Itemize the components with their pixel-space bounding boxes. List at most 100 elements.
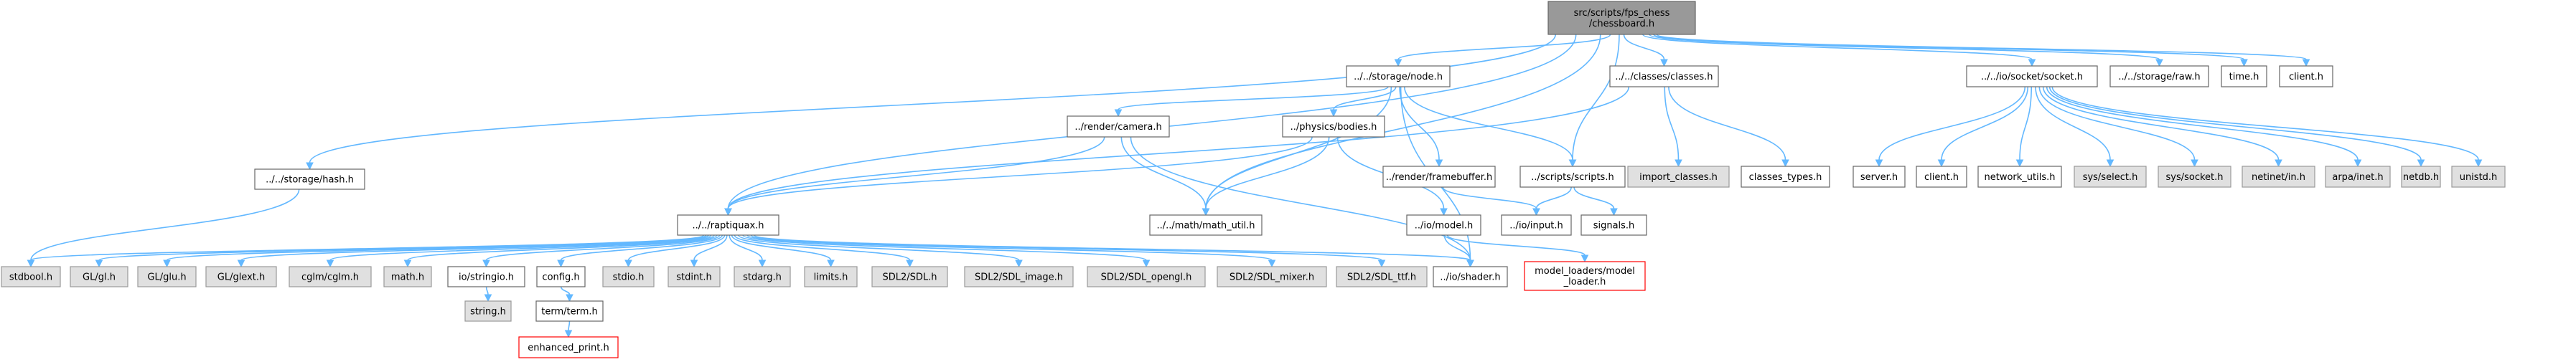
edge-line [2042, 86, 2280, 161]
node-io-shader[interactable]: ../io/shader.h [1433, 266, 1508, 287]
node-sdl2-mixer: SDL2/SDL_mixer.h [1217, 266, 1327, 287]
node-client-top[interactable]: client.h [2279, 65, 2333, 87]
node-box [1149, 214, 1263, 236]
node-io-model[interactable]: ../io/model.h [1406, 214, 1481, 236]
node-root[interactable]: src/scripts/fps_chess/chessboard.h [1547, 1, 1696, 35]
node-box [1741, 166, 1830, 188]
edge-raptiquax-to-math_h [403, 234, 718, 268]
node-box [205, 266, 277, 287]
edge-storage_node-to-physics_bodies [1329, 86, 1397, 118]
node-box [70, 266, 128, 287]
node-term[interactable]: term/term.h [535, 300, 604, 322]
edge-render_camera-to-raptiquax [724, 136, 1105, 216]
node-storage-hash[interactable]: ../../storage/hash.h [254, 168, 365, 190]
edge-arrowhead [1660, 59, 1668, 67]
edge-line [731, 234, 832, 261]
node-storage-raw[interactable]: ../../storage/raw.h [2109, 65, 2209, 87]
node-box [1, 266, 61, 287]
node-io-input[interactable]: ../io/input.h [1501, 214, 1572, 236]
node-box [137, 266, 197, 287]
node-box [2325, 166, 2391, 188]
edge-arrowhead [95, 259, 103, 268]
node-box [2451, 166, 2506, 188]
edge-arrowhead [1394, 59, 1402, 67]
node-signals[interactable]: signals.h [1580, 214, 1647, 236]
node-box [1547, 1, 1696, 35]
node-label: ../io/model.h [1415, 221, 1473, 232]
node-math-h: math.h [383, 266, 432, 287]
node-label: ../../storage/raw.h [2118, 72, 2200, 82]
edge-line [1120, 136, 1207, 209]
node-label: GL/glu.h [147, 272, 186, 283]
node-label: ../render/framebuffer.h [1386, 172, 1492, 183]
node-stdbool: stdbool.h [1, 266, 61, 287]
edge-root-to-classes [1623, 34, 1668, 67]
edge-raptiquax-to-sdl2_image [737, 234, 1023, 268]
node-model-loader[interactable]: model_loaders/model_loader.h [1524, 261, 1646, 291]
node-network-utils[interactable]: network_utils.h [1977, 166, 2062, 188]
node-math-util[interactable]: ../../math/math_util.h [1149, 214, 1263, 236]
node-render-framebuffer[interactable]: ../render/framebuffer.h [1382, 166, 1496, 188]
node-gl-glext: GL/glext.h [205, 266, 277, 287]
node-label: sys/select.h [2083, 172, 2138, 183]
edge-root-to-storage_hash [306, 34, 1557, 171]
node-label: stdio.h [613, 272, 645, 283]
edge-line [1649, 34, 2160, 60]
node-config[interactable]: config.h [536, 266, 586, 287]
edge-line [407, 234, 718, 261]
edge-line [742, 234, 1147, 261]
node-box [1087, 266, 1206, 287]
node-box [289, 266, 372, 287]
edge-arrowhead [1377, 259, 1386, 268]
edge-arrowhead [2155, 59, 2163, 67]
edge-line [1573, 186, 1615, 209]
node-render-camera[interactable]: ../render/camera.h [1067, 115, 1170, 138]
node-io-stringio[interactable]: io/stringio.h [447, 266, 525, 287]
edge-arrowhead [1440, 208, 1448, 216]
node-label: ../scripts/scripts.h [1531, 172, 1613, 183]
node-socket[interactable]: ../../io/socket/socket.h [1966, 65, 2098, 87]
edge-raptiquax-to-sdl2_opengl [742, 234, 1151, 268]
edge-line [1118, 86, 1389, 110]
node-scripts-scripts[interactable]: ../scripts/scripts.h [1519, 166, 1626, 188]
edge-line [2035, 86, 2111, 161]
node-time-h[interactable]: time.h [2221, 65, 2267, 87]
node-classes-types[interactable]: classes_types.h [1741, 166, 1830, 188]
edge-line [560, 234, 723, 261]
node-label: config.h [542, 272, 579, 283]
node-box [1067, 115, 1170, 138]
node-server-h[interactable]: server.h [1853, 166, 1906, 188]
edge-physics_bodies-to-math_util [1202, 136, 1330, 216]
node-raptiquax[interactable]: ../../raptiquax.h [677, 214, 779, 236]
node-box [1282, 115, 1385, 138]
edge-line [729, 234, 763, 261]
node-label: ../io/shader.h [1440, 272, 1500, 283]
edge-arrowhead [2474, 159, 2483, 168]
node-box [1406, 214, 1481, 236]
edge-raptiquax-to-io_shader [754, 234, 1474, 268]
node-gl-glu: GL/glu.h [137, 266, 197, 287]
edge-line [727, 136, 1313, 209]
node-box [464, 300, 512, 322]
node-box [518, 336, 619, 358]
edge-arrowhead [1875, 159, 1883, 168]
node-label: sys/socket.h [2165, 172, 2223, 183]
node-physics-bodies[interactable]: ../physics/bodies.h [1282, 115, 1385, 138]
node-label: limits.h [814, 272, 848, 283]
node-box [1346, 65, 1451, 87]
node-enhanced-print[interactable]: enhanced_print.h [518, 336, 619, 358]
edge-scripts_scripts-to-io_input [1532, 186, 1572, 216]
node-client-sock[interactable]: client.h [1916, 166, 1967, 188]
node-storage-node[interactable]: ../../storage/node.h [1346, 65, 1451, 87]
node-sdl2-opengl: SDL2/SDL_opengl.h [1087, 266, 1206, 287]
edge-line [309, 34, 1557, 163]
edge-arrowhead [1015, 259, 1023, 268]
edge-arrowhead [2015, 159, 2024, 168]
node-box [1433, 266, 1508, 287]
node-classes[interactable]: ../../classes/classes.h [1609, 65, 1719, 87]
node-label: SDL2/SDL_opengl.h [1101, 272, 1192, 283]
edge-arrowhead [1202, 208, 1210, 216]
node-label: stdarg.h [743, 272, 782, 283]
node-label: SDL2/SDL_image.h [975, 272, 1063, 283]
node-stdint: stdint.h [668, 266, 721, 287]
